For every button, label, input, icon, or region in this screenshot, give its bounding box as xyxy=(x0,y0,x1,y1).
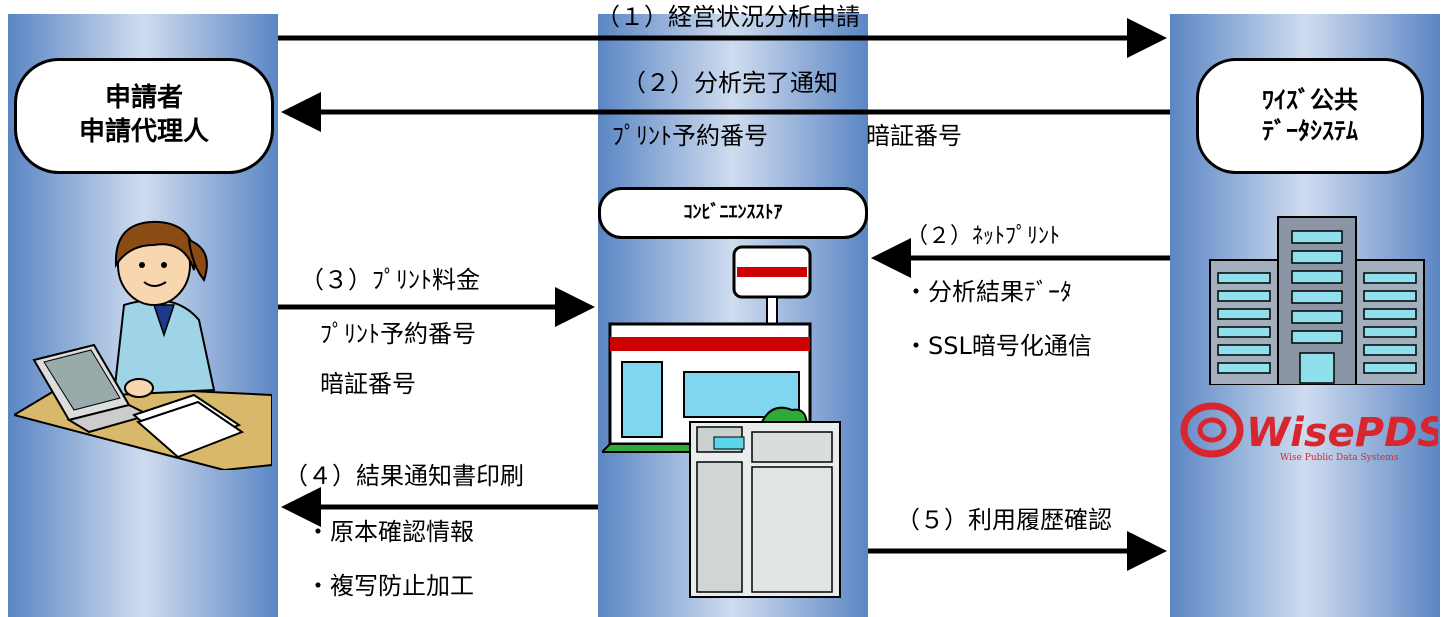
building-illustration xyxy=(1209,216,1425,385)
step1-label: （１）経営状況分析申請 xyxy=(596,3,860,31)
step2b-label: （２）ﾈｯﾄﾌﾟﾘﾝﾄ xyxy=(906,224,1061,249)
step2-item-reservation: ﾌﾟﾘﾝﾄ予約番号 xyxy=(612,122,768,150)
step4-label: （４）結果通知書印刷 xyxy=(284,462,524,490)
store-label: ｺﾝﾋﾞﾆｴﾝｽｽﾄｱ xyxy=(683,202,783,224)
step3-item-pin: 暗証番号 xyxy=(320,370,416,398)
wise-line2: ﾃﾞｰﾀｼｽﾃﾑ xyxy=(1262,117,1358,145)
step5-label: （５）利用履歴確認 xyxy=(896,506,1112,534)
step3-item-reservation: ﾌﾟﾘﾝﾄ予約番号 xyxy=(320,320,476,348)
applicant-line2: 申請代理人 xyxy=(78,117,209,147)
logo-brand-text: WisePDS xyxy=(1246,410,1438,456)
applicant-person-illustration xyxy=(14,220,272,470)
applicant-line1: 申請者 xyxy=(104,83,183,114)
applicant-box: 申請者 申請代理人 xyxy=(14,58,274,174)
step2-item-pin: 暗証番号 xyxy=(866,122,962,150)
step3-label: （３）ﾌﾟﾘﾝﾄ料金 xyxy=(300,266,480,294)
store-box: ｺﾝﾋﾞﾆｴﾝｽｽﾄｱ xyxy=(598,187,868,239)
logo-tagline: Wise Public Data Systems xyxy=(1280,453,1399,463)
step2b-item-data: ・分析結果ﾃﾞｰﾀ xyxy=(904,278,1072,306)
step2b-item-ssl: ・SSL暗号化通信 xyxy=(904,332,1092,360)
wise-line1: ﾜｲｽﾞ公共 xyxy=(1262,85,1358,114)
wise-system-box: ﾜｲｽﾞ公共 ﾃﾞｰﾀｼｽﾃﾑ xyxy=(1196,58,1424,174)
wisepds-logo: WisePDS Wise Public Data Systems xyxy=(1180,402,1438,463)
step4-item-original: ・原本確認情報 xyxy=(306,518,474,546)
step2-label: （２）分析完了通知 xyxy=(622,69,838,97)
step4-item-copyguard: ・複写防止加工 xyxy=(306,572,474,600)
store-illustration xyxy=(602,245,841,598)
